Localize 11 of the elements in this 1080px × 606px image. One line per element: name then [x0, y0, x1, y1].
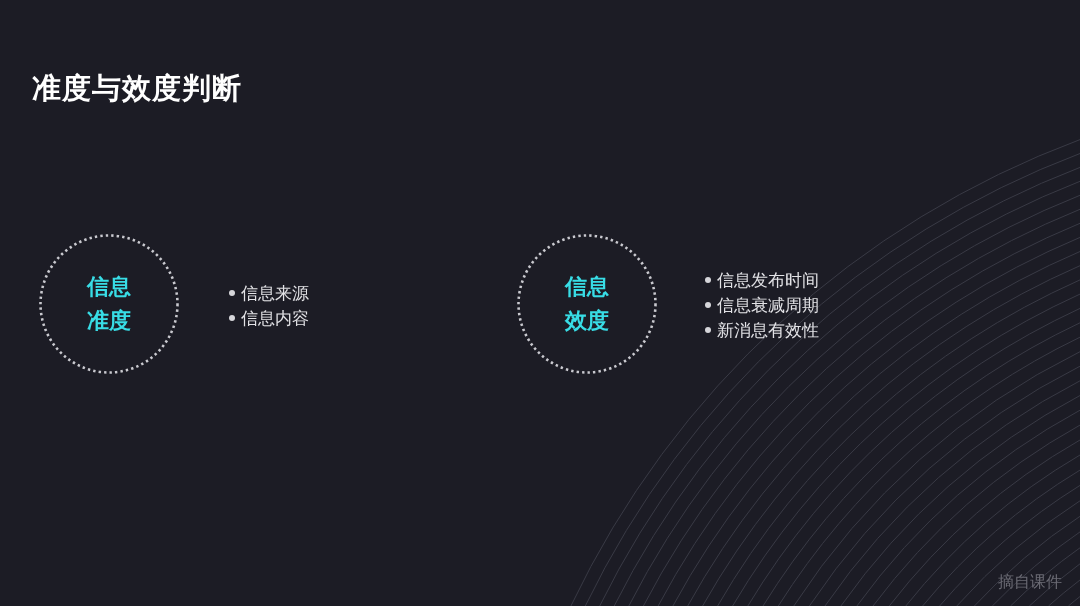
circle-label: 信息效度: [563, 273, 610, 335]
bullet-text: 信息发布时间: [717, 268, 819, 291]
source-note: 摘自课件: [998, 572, 1062, 592]
bullet-text: 信息来源: [241, 281, 309, 304]
bullet-text: 信息衰减周期: [717, 293, 819, 316]
circle-label: 信息准度: [85, 273, 132, 335]
dotted-circle: [39, 234, 179, 374]
slide-title: 准度与效度判断: [32, 70, 242, 106]
bullet-text: 新消息有效性: [717, 318, 819, 341]
bullet-text: 信息内容: [241, 306, 309, 329]
dotted-circle: [517, 234, 657, 374]
